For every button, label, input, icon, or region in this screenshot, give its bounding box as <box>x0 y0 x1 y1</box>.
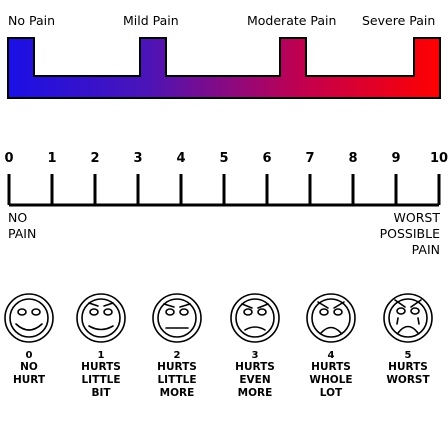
severe-pain-label: Severe Pain <box>362 13 436 28</box>
face-4-description-line: HURTS <box>311 361 351 373</box>
worst-pain-end-line-3: PAIN <box>411 242 440 257</box>
face-2-number: 2 <box>173 350 181 361</box>
scale-number-2: 2 <box>90 151 100 166</box>
scale-number-9: 9 <box>391 151 401 166</box>
face-2-description-line: MORE <box>159 387 195 399</box>
face-3-number: 3 <box>251 350 259 361</box>
face-0-description-line: HURT <box>12 374 46 386</box>
face-1-hurts-little-bit-icon <box>76 293 126 343</box>
face-3-hurts-even-more-icon <box>230 293 280 343</box>
face-2-description-line: HURTS <box>157 361 197 373</box>
face-4-description-line: WHOLE <box>309 374 353 386</box>
scale-number-5: 5 <box>219 151 229 166</box>
no-pain-end-line-1: NO <box>8 210 28 225</box>
face-2-description-line: LITTLE <box>157 374 197 386</box>
scale-number-10: 10 <box>429 151 448 166</box>
face-1-number: 1 <box>97 350 105 361</box>
worst-pain-end-label: WORST POSSIBLE PAIN <box>380 210 440 258</box>
scale-number-0: 0 <box>4 151 14 166</box>
face-5-description-line: HURTS <box>388 361 428 373</box>
gradient-bar <box>7 37 441 99</box>
face-0-no-hurt-icon <box>4 293 54 343</box>
face-2-hurts-little-more-icon <box>152 293 202 343</box>
mild-pain-label: Mild Pain <box>123 13 179 28</box>
no-pain-label: No Pain <box>8 13 56 28</box>
face-4-hurts-whole-lot-icon <box>306 293 356 343</box>
no-pain-end-line-2: PAIN <box>8 226 37 241</box>
face-1-description-line: HURTS <box>81 361 121 373</box>
scale-number-3: 3 <box>133 151 143 166</box>
scale-number-7: 7 <box>305 151 315 166</box>
scale-number-4: 4 <box>176 151 186 166</box>
scale-number-1: 1 <box>47 151 57 166</box>
face-5-number: 5 <box>404 350 412 361</box>
face-1-description-line: LITTLE <box>81 374 121 386</box>
face-4-number: 4 <box>327 350 335 361</box>
face-3-description-line: MORE <box>237 387 273 399</box>
scale-number-6: 6 <box>262 151 272 166</box>
face-4-description-line: LOT <box>319 387 343 399</box>
no-pain-end-label: NO PAIN <box>8 210 36 242</box>
face-5-description-line: WORST <box>386 374 430 386</box>
face-3-description-line: HURTS <box>235 361 275 373</box>
scale-number-8: 8 <box>348 151 358 166</box>
face-3-description-line: EVEN <box>239 374 271 386</box>
face-1-description-line: BIT <box>91 387 111 399</box>
face-0-description-line: NO <box>20 361 38 373</box>
worst-pain-end-line-2: POSSIBLE <box>379 226 440 241</box>
face-0-number: 0 <box>25 350 33 361</box>
worst-pain-end-line-1: WORST <box>393 210 440 225</box>
face-5-hurts-worst-icon <box>383 293 433 343</box>
moderate-pain-label: Moderate Pain <box>247 13 337 28</box>
gradient-scale-graphic <box>7 37 441 99</box>
